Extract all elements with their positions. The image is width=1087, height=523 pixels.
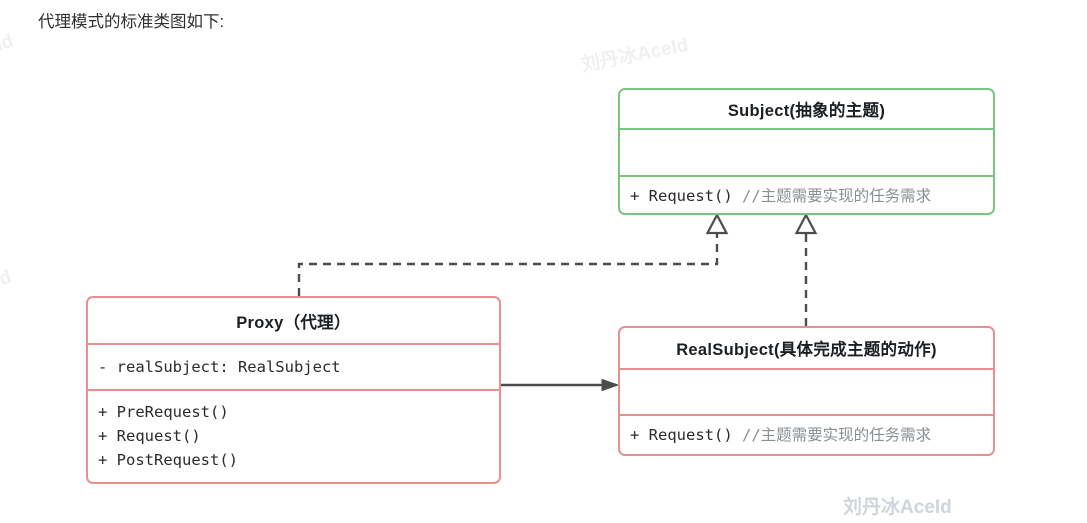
- attributes-compartment-proxy: - realSubject: RealSubject: [88, 345, 499, 389]
- class-divider: [620, 414, 993, 416]
- hollow-triangle-arrowhead: [794, 212, 818, 235]
- relation-proxy-uses-realsubject: [501, 378, 620, 392]
- method-row: + PreRequest(): [98, 400, 489, 424]
- class-divider: [620, 128, 993, 130]
- methods-compartment-proxy: + PreRequest() + Request() + PostRequest…: [88, 391, 499, 482]
- method-row: + Request() //主题需要实现的任务需求: [630, 423, 931, 447]
- method-row: + PostRequest(): [98, 448, 489, 472]
- class-name-proxy: Proxy（代理）: [236, 313, 351, 332]
- class-name-subject: Subject(抽象的主题): [727, 102, 886, 120]
- methods-compartment-realsubject: + Request() //主题需要实现的任务需求: [620, 416, 993, 454]
- attributes-compartment-subject: [620, 130, 993, 175]
- hollow-triangle-arrowhead: [705, 212, 729, 235]
- methods-compartment-subject: + Request() //主题需要实现的任务需求: [620, 177, 993, 213]
- attribute-signature: - realSubject: RealSubject: [98, 358, 341, 376]
- watermark-mid-left: ceId: [0, 266, 15, 299]
- method-signature: + Request(): [630, 187, 733, 205]
- method-row: + Request() //主题需要实现的任务需求: [630, 184, 931, 208]
- watermark-author: 刘丹冰AceId: [843, 497, 952, 518]
- attribute-row: - realSubject: RealSubject: [98, 355, 341, 379]
- watermark-top-left: ceId: [0, 30, 17, 63]
- class-divider: [620, 368, 993, 370]
- relation-proxy-realizes-subject: [297, 212, 729, 296]
- attributes-compartment-realsubject: [620, 370, 993, 414]
- class-divider: [88, 343, 499, 345]
- method-signature: + PostRequest(): [98, 451, 238, 469]
- class-box-subject[interactable]: Subject(抽象的主题) + Request() //主题需要实现的任务需求: [618, 88, 995, 215]
- method-comment: //主题需要实现的任务需求: [742, 187, 932, 205]
- method-signature: + Request(): [98, 427, 201, 445]
- relation-realsubject-realizes-subject: [794, 212, 818, 326]
- filled-arrowhead: [601, 378, 620, 392]
- method-comment: //主题需要实现的任务需求: [742, 426, 932, 444]
- page-title: 代理模式的标准类图如下:: [38, 13, 225, 31]
- class-box-proxy[interactable]: Proxy（代理） - realSubject: RealSubject + P…: [86, 296, 501, 484]
- class-box-realsubject[interactable]: RealSubject(具体完成主题的动作) + Request() //主题需…: [618, 326, 995, 456]
- watermark-top-center: 刘丹冰AceId: [579, 34, 691, 77]
- class-divider: [88, 389, 499, 391]
- class-divider: [620, 175, 993, 177]
- method-row: + Request(): [98, 424, 489, 448]
- method-signature: + PreRequest(): [98, 403, 229, 421]
- method-signature: + Request(): [630, 426, 733, 444]
- class-name-realsubject: RealSubject(具体完成主题的动作): [676, 341, 937, 359]
